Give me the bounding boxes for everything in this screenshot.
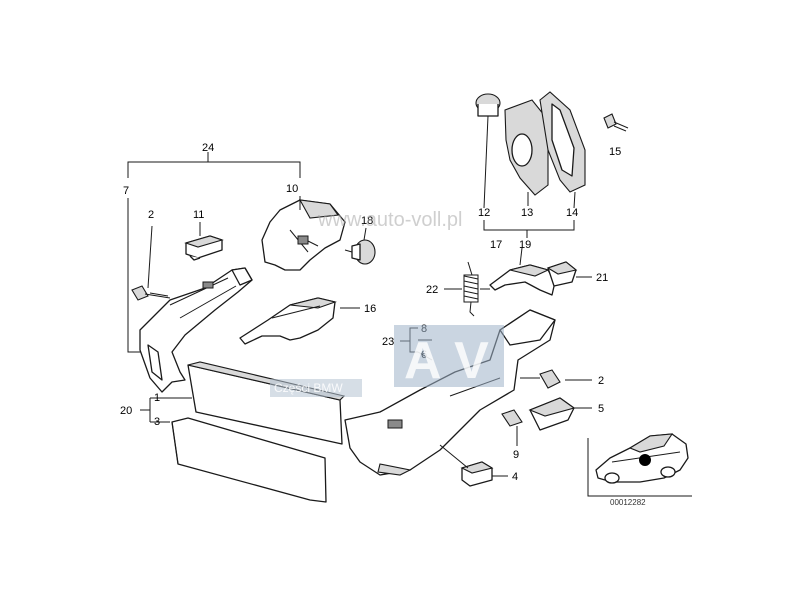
callout-24: 24 (202, 142, 214, 154)
callout-1: 1 (154, 392, 160, 404)
part-18-plug (344, 227, 376, 265)
bracket-14 (483, 220, 575, 238)
part-12-cap (475, 93, 501, 209)
part-22-spring (444, 261, 490, 317)
callout-2-left: 2 (148, 209, 154, 221)
watermark-logo: A V (394, 325, 504, 390)
part-15-screw (603, 113, 629, 132)
part-2-screw-left (131, 225, 171, 301)
callout-5: 5 (598, 403, 604, 415)
callout-23: 23 (382, 336, 394, 348)
part-5-cap (528, 397, 592, 431)
callout-10: 10 (286, 183, 298, 195)
callout-4: 4 (512, 471, 518, 483)
callout-12: 12 (478, 207, 490, 219)
part-17-arch (489, 247, 556, 296)
watermark-label-bg (270, 379, 362, 397)
location-dot (639, 454, 651, 466)
callout-15: 15 (609, 146, 621, 158)
bracket-20 (140, 397, 170, 423)
callout-7: 7 (123, 185, 129, 197)
part-9-screw (501, 409, 523, 446)
part-4-block (439, 444, 508, 487)
callout-3: 3 (154, 416, 160, 428)
callout-20: 20 (120, 405, 132, 417)
car-inset: 00012282 (587, 433, 692, 507)
callout-13: 13 (521, 207, 533, 219)
callout-17: 17 (490, 239, 502, 251)
part-21-clip (546, 261, 592, 287)
callout-18: 18 (361, 215, 373, 227)
callout-2-right: 2 (598, 375, 604, 387)
part-16-bracket (239, 297, 360, 345)
callout-22: 22 (426, 284, 438, 296)
watermark-url: www.auto-voll.pl (317, 209, 463, 231)
callout-9: 9 (513, 449, 519, 461)
part-7-left-trim (139, 267, 253, 393)
callout-11: 11 (193, 209, 204, 221)
part-3-plate (171, 417, 327, 503)
watermark-logo-text: A V (404, 332, 489, 390)
callout-21: 21 (596, 272, 608, 284)
part-10-upper-cover (261, 196, 346, 271)
part-14-shell (539, 91, 586, 209)
part-13-cover (504, 99, 549, 206)
reference-code: 00012282 (610, 498, 646, 507)
callout-14: 14 (566, 207, 578, 219)
callout-16: 16 (364, 303, 376, 315)
callout-19: 19 (519, 239, 531, 251)
watermark-label: Części BMW (274, 381, 343, 395)
part-11-clip (184, 222, 224, 261)
part-2-screw-right (520, 369, 592, 389)
